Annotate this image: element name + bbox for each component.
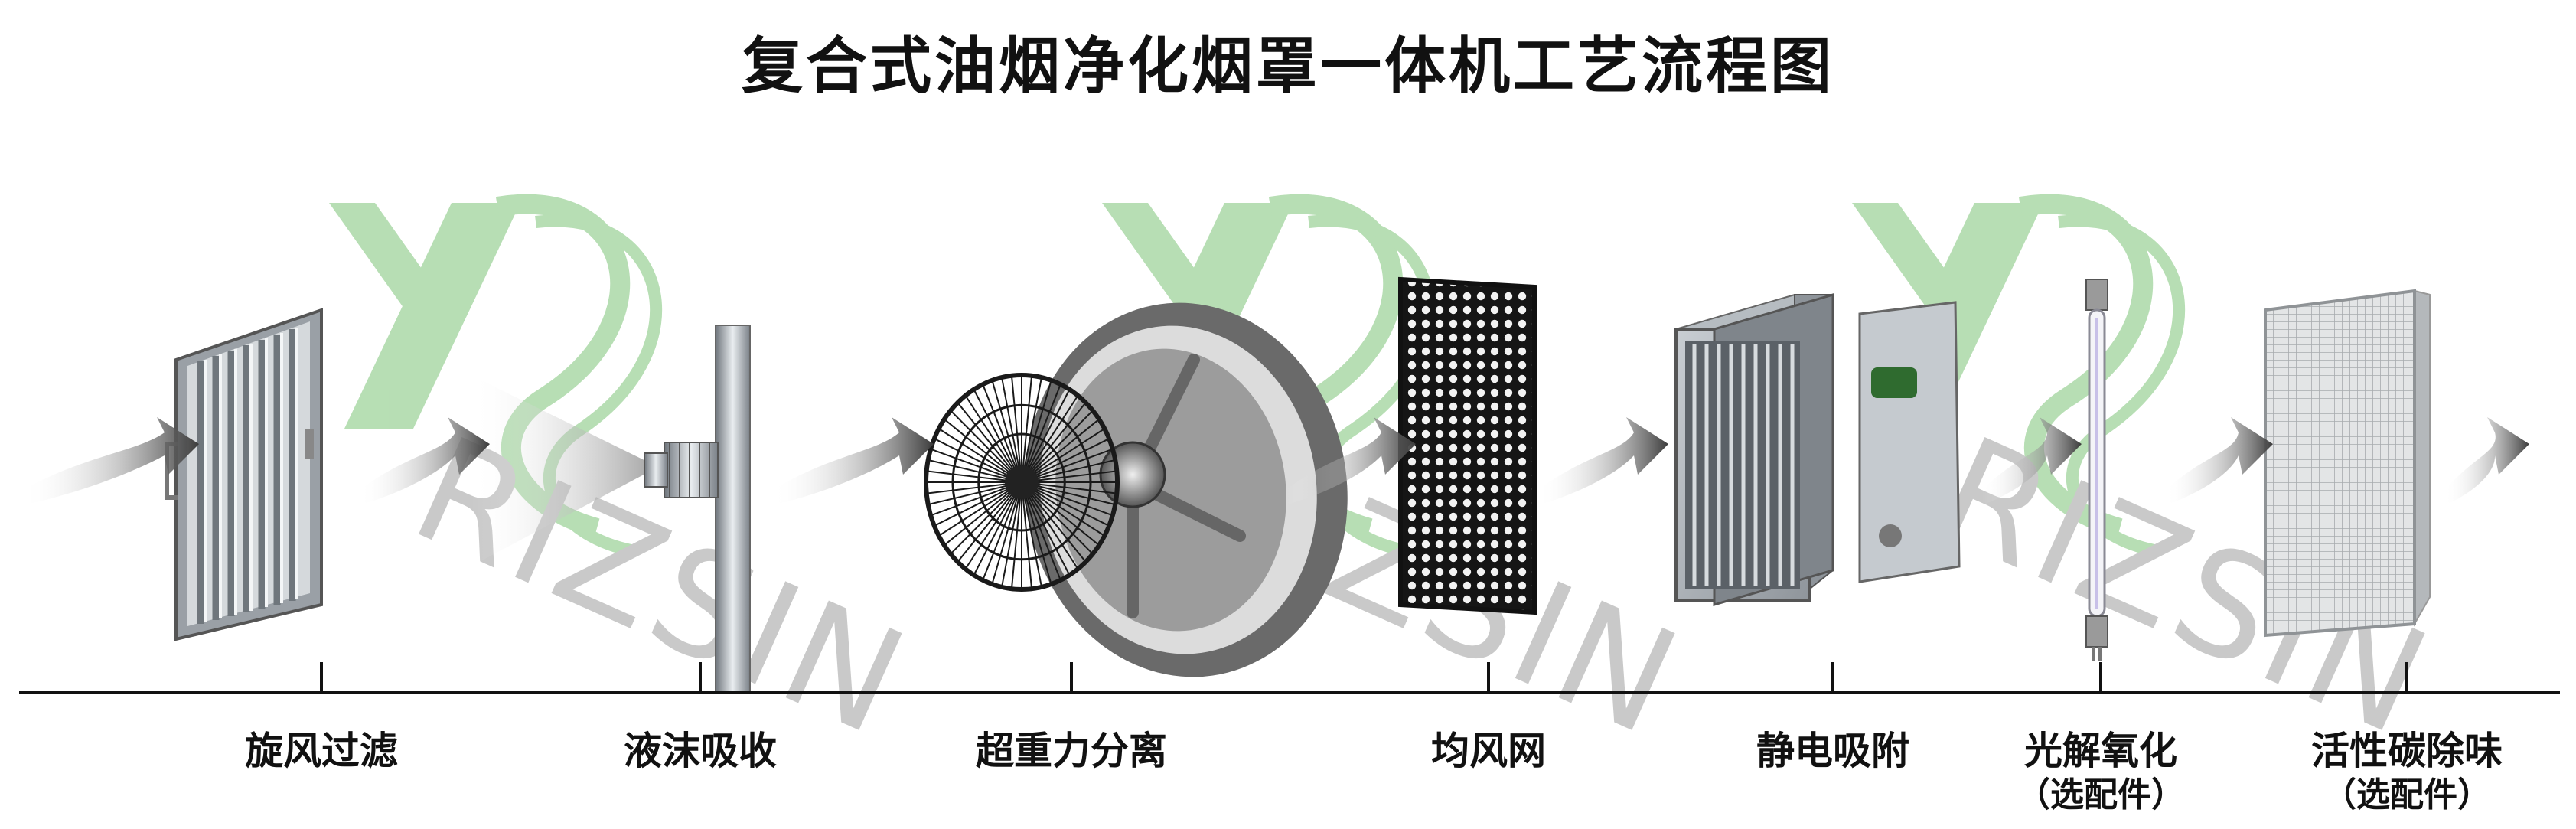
stage-label: 光解氧化（选配件） [1955,727,2246,816]
uv-lamp-illustration [2085,279,2108,661]
watermark-stroke [535,214,663,557]
flow-arrows [23,417,2529,505]
spray-nozzle-illustration [471,325,751,694]
stage-name: 静电吸附 [1756,729,1909,773]
flow-arrow [1982,417,2082,505]
stage-name: 均风网 [1431,729,1546,773]
mesh-panel-illustration [1398,276,1537,615]
flow-arrow [773,417,934,505]
stage-name: 活性碳除味 [2311,729,2503,773]
flow-arrow [23,417,199,505]
watermark-stroke [344,203,520,429]
flow-arrow [2166,417,2273,505]
equipment-layer [165,276,2431,694]
carbon-filter-illustration [2264,289,2431,638]
stage-note: （选配件） [2017,775,2185,814]
flow-arrow [1286,417,1416,505]
stage-name: 旋风过滤 [245,729,398,773]
stage-name: 液沫吸收 [624,729,777,773]
flow-arrow [2445,417,2529,505]
flow-arrow [1538,417,1668,505]
stage-label: 静电吸附 [1687,727,1978,775]
flow-arrow [360,417,490,505]
stage-name: 光解氧化 [2024,729,2177,773]
fan-illustration [924,302,1348,677]
timeline-ticks [320,662,2408,693]
watermark-logo: RIZSIN [329,194,931,769]
esp-module-illustration [1674,293,1961,606]
stage-label: 旋风过滤 [176,727,467,775]
stage-label: 超重力分离 [926,727,1217,775]
timeline [19,662,2560,694]
stage-name: 超重力分离 [976,729,1167,773]
stage-label: 活性碳除味（选配件） [2261,727,2552,816]
diagram-title: 复合式油烟净化烟罩一体机工艺流程图 [742,31,1834,102]
stage-label: 均风网 [1343,727,1634,775]
stage-label: 液沫吸收 [555,727,846,775]
baffle-filter-illustration [165,308,323,641]
stage-note: （选配件） [2323,775,2491,814]
